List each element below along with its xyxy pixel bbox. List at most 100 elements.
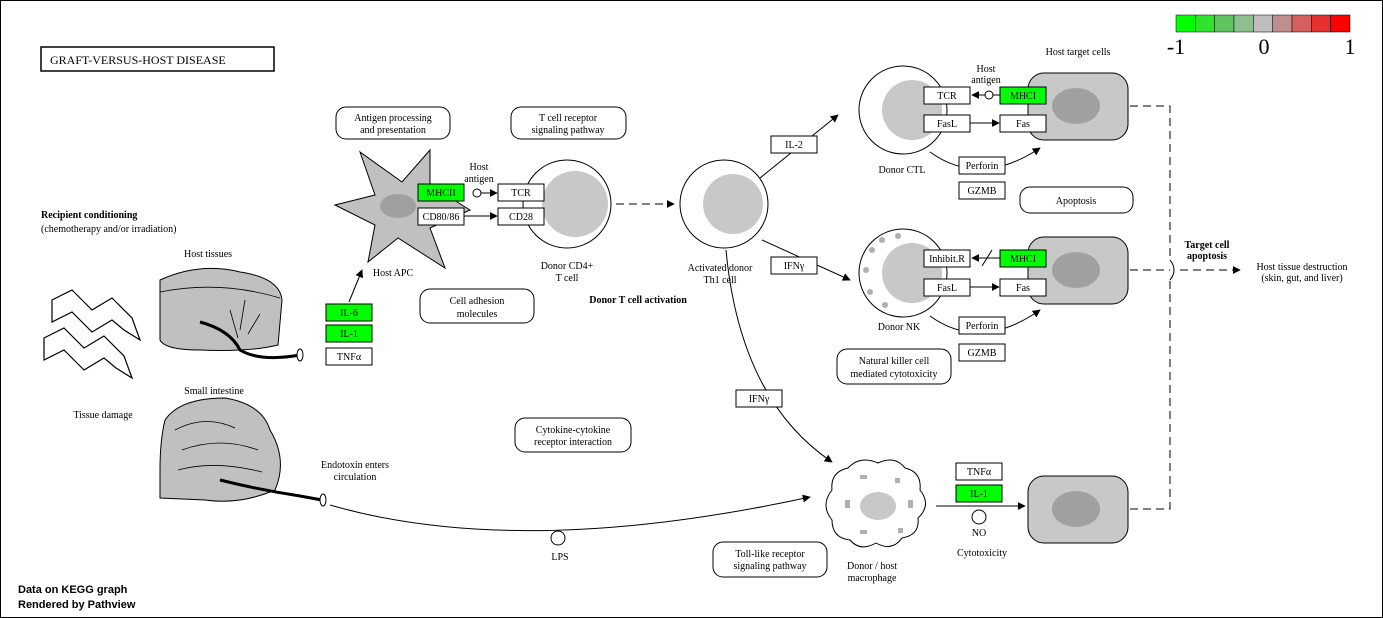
host-tissues-label: Host tissues xyxy=(184,249,232,260)
svg-text:Natural killer cell: Natural killer cell xyxy=(859,356,930,367)
legend-color-cell xyxy=(1253,14,1273,33)
gene-fasl-b[interactable]: FasL xyxy=(923,278,971,297)
host-target-cells-label: Host target cells xyxy=(1046,47,1111,58)
gene-perforin-b[interactable]: Perforin xyxy=(958,316,1006,335)
gene-ifng-b[interactable]: IFNγ xyxy=(735,389,783,408)
gene-mhci-b[interactable]: MHCI xyxy=(999,249,1047,268)
activated-th1-cell xyxy=(679,159,769,249)
svg-text:IL-2: IL-2 xyxy=(785,140,803,151)
gene-mhci-a[interactable]: MHCI xyxy=(999,86,1047,105)
legend-color-cell xyxy=(1330,14,1351,33)
footer-line-1: Data on KEGG graph xyxy=(18,584,128,596)
cytotoxicity-label: Cytotoxicity xyxy=(957,548,1007,559)
gene-inhibitr[interactable]: Inhibit.R xyxy=(923,249,971,268)
pathway-tcr-signaling[interactable]: T cell receptor signaling pathway xyxy=(510,106,627,140)
target-apoptosis-label-2: apoptosis xyxy=(1187,251,1227,262)
svg-text:IFNγ: IFNγ xyxy=(749,394,770,405)
donor-cd4-label-1: Donor CD4+ xyxy=(541,261,594,272)
svg-text:Fas: Fas xyxy=(1016,119,1030,130)
gene-il6[interactable]: IL-6 xyxy=(325,303,373,322)
gene-fas-b[interactable]: Fas xyxy=(999,278,1047,297)
convergence-brace xyxy=(1169,259,1175,281)
donor-t-activation-label: Donor T cell activation xyxy=(589,295,687,306)
svg-text:receptor interaction: receptor interaction xyxy=(534,437,612,448)
svg-text:IL-1: IL-1 xyxy=(970,489,988,500)
svg-text:FasL: FasL xyxy=(937,283,957,294)
gene-cd28[interactable]: CD28 xyxy=(497,207,545,226)
gene-ifng-a[interactable]: IFNγ xyxy=(770,256,818,275)
gene-il2[interactable]: IL-2 xyxy=(770,135,818,154)
host-antigen-label-1a: Host xyxy=(470,162,489,173)
svg-text:Apoptosis: Apoptosis xyxy=(1056,196,1097,207)
gene-il1-a[interactable]: IL-1 xyxy=(325,324,373,343)
gene-gzmb-a[interactable]: GZMB xyxy=(958,181,1006,200)
legend-min-label: -1 xyxy=(1167,34,1185,59)
svg-text:MHCI: MHCI xyxy=(1010,254,1036,265)
svg-text:TNFα: TNFα xyxy=(337,352,362,363)
lps-label: LPS xyxy=(551,552,568,563)
small-intestine-label: Small intestine xyxy=(184,386,244,397)
svg-text:FasL: FasL xyxy=(937,119,957,130)
page-title: GRAFT-VERSUS-HOST DISEASE xyxy=(50,53,226,67)
donor-nk-cell xyxy=(858,228,948,318)
legend-color-cell xyxy=(1233,14,1254,33)
pathway-apoptosis[interactable]: Apoptosis xyxy=(1019,186,1134,214)
svg-text:signaling pathway: signaling pathway xyxy=(733,561,806,572)
activated-donor-label-2: Th1 cell xyxy=(703,275,736,286)
gene-fas-a[interactable]: Fas xyxy=(999,114,1047,133)
legend-color-cell xyxy=(1272,14,1293,33)
host-apc-label: Host APC xyxy=(373,268,414,279)
gene-cd80-86[interactable]: CD80/86 xyxy=(417,207,465,226)
gene-fasl-a[interactable]: FasL xyxy=(923,114,971,133)
gene-tnfa-a[interactable]: TNFα xyxy=(325,347,373,366)
pathway-toll-like[interactable]: Toll-like receptor signaling pathway xyxy=(712,541,828,578)
th1-to-macrophage-arrow xyxy=(725,249,833,463)
donor-ctl-cell xyxy=(858,65,948,155)
svg-text:Cytokine-cytokine: Cytokine-cytokine xyxy=(536,425,611,436)
donor-ctl-label: Donor CTL xyxy=(879,165,926,176)
target-cell-1 xyxy=(1027,72,1129,141)
pathway-nk-cytotoxicity[interactable]: Natural killer cell mediated cytotoxicit… xyxy=(836,348,952,385)
small-intestine-icon xyxy=(159,397,327,507)
no-node xyxy=(971,509,987,525)
svg-text:Cell adhesion: Cell adhesion xyxy=(450,296,505,307)
gene-il1-b[interactable]: IL-1 xyxy=(955,484,1003,503)
gene-tcr-a[interactable]: TCR xyxy=(497,183,545,202)
gene-tnfa-b[interactable]: TNFα xyxy=(955,462,1003,481)
target-apoptosis-label-1: Target cell xyxy=(1185,240,1230,251)
endotoxin-label-1: Endotoxin enters xyxy=(321,460,389,471)
pathway-cell-adhesion[interactable]: Cell adhesion molecules xyxy=(419,288,535,324)
svg-text:TNFα: TNFα xyxy=(967,467,992,478)
svg-text:CD80/86: CD80/86 xyxy=(423,212,460,223)
svg-text:GZMB: GZMB xyxy=(968,186,997,197)
color-legend: -1 0 1 xyxy=(1167,14,1356,59)
macrophage-label-1: Donor / host xyxy=(847,561,897,572)
svg-text:Inhibit.R: Inhibit.R xyxy=(929,254,965,265)
svg-text:MHCII: MHCII xyxy=(426,188,455,199)
legend-color-cell xyxy=(1214,14,1235,33)
no-label: NO xyxy=(972,528,986,539)
svg-text:MHCI: MHCI xyxy=(1010,91,1036,102)
host-antigen-label-2b: antigen xyxy=(971,75,1000,86)
svg-text:IFNγ: IFNγ xyxy=(784,261,805,272)
antigen-node-2 xyxy=(984,90,994,100)
pathway-antigen-processing[interactable]: Antigen processing and presentation xyxy=(335,106,451,140)
svg-text:IL-1: IL-1 xyxy=(340,329,358,340)
gene-gzmb-b[interactable]: GZMB xyxy=(958,343,1006,362)
svg-text:CD28: CD28 xyxy=(509,212,533,223)
gene-mhcii[interactable]: MHCII xyxy=(417,183,465,202)
gene-tcr-b[interactable]: TCR xyxy=(923,86,971,105)
apoptosis-convergence-lines xyxy=(1130,105,1241,510)
pathway-cytokine-receptor[interactable]: Cytokine-cytokine receptor interaction xyxy=(514,417,632,453)
legend-color-cell xyxy=(1311,14,1331,33)
legend-color-cell xyxy=(1291,14,1312,33)
legend-mid-label: 0 xyxy=(1259,34,1270,59)
svg-text:IL-6: IL-6 xyxy=(340,308,358,319)
svg-text:signaling pathway: signaling pathway xyxy=(531,125,604,136)
gene-perforin-a[interactable]: Perforin xyxy=(958,156,1006,175)
endotoxin-label-2: circulation xyxy=(334,472,377,483)
svg-text:molecules: molecules xyxy=(457,309,498,320)
host-destruction-label-2: (skin, gut, and liver) xyxy=(1261,273,1342,284)
svg-text:Toll-like receptor: Toll-like receptor xyxy=(735,549,805,560)
